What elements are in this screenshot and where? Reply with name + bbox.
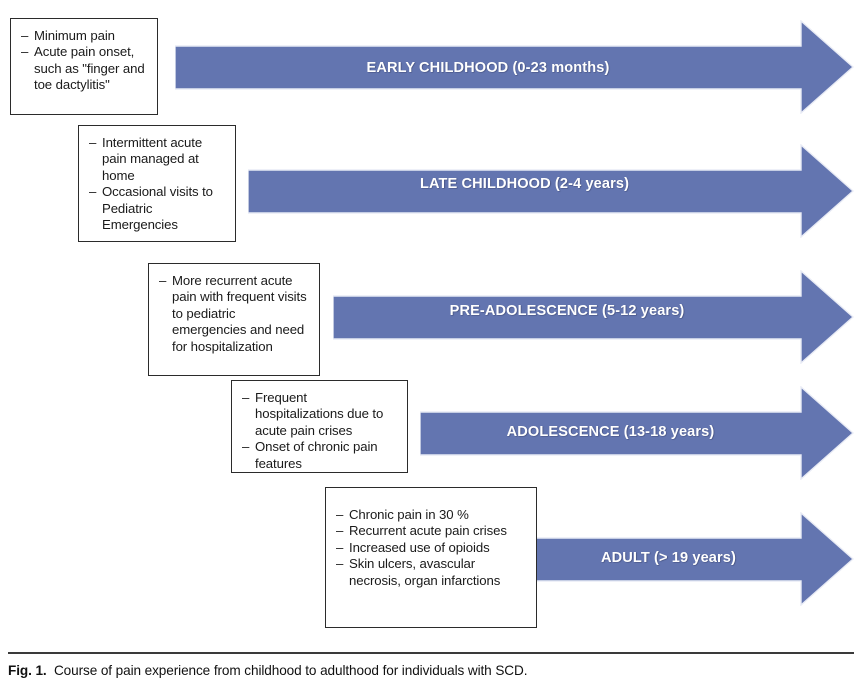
figure-caption: Fig. 1. Course of pain experience from c… (8, 662, 854, 680)
bullet-dash: – (89, 135, 97, 150)
bullet-list: –Chronic pain in 30 % –Recurrent acute p… (336, 507, 526, 589)
bullet-dash: – (159, 273, 167, 288)
bullet-dash: – (242, 390, 250, 405)
bullet-dash: – (336, 507, 344, 522)
bullet-dash: – (336, 523, 344, 539)
list-item: –Intermittent acute pain managed at home (89, 135, 225, 184)
arrow-adolescence (420, 386, 854, 480)
infobox-adult: –Chronic pain in 30 % –Recurrent acute p… (325, 487, 537, 628)
bullet-text: Minimum pain (34, 28, 115, 43)
bullet-text: Onset of chronic pain features (255, 439, 378, 471)
bullet-text: Increased use of opioids (349, 539, 490, 555)
arrow-pre-adolescence (333, 270, 854, 364)
bullet-dash: – (242, 439, 250, 455)
list-item: –Occasional visits to Pediatric Emergenc… (89, 184, 225, 233)
figure-caption-text: Course of pain experience from childhood… (53, 663, 528, 678)
arrow-early-childhood (175, 20, 854, 114)
bullet-dash: – (336, 556, 344, 572)
list-item: –Skin ulcers, avascular necrosis, organ … (336, 556, 526, 589)
bullet-text: Frequent hospitalizations due to acute p… (255, 390, 384, 438)
infobox-late-childhood: –Intermittent acute pain managed at home… (78, 125, 236, 242)
bullet-dash: – (21, 44, 29, 60)
arrow-label-late-childhood: LATE CHILDHOOD (2-4 years) (419, 176, 630, 192)
bullet-dash: – (21, 28, 29, 43)
figure-number: Fig. 1. (8, 663, 51, 678)
bullet-text: Skin ulcers, avascular necrosis, organ i… (349, 556, 501, 588)
bullet-list: –More recurrent acute pain with frequent… (159, 273, 309, 355)
bullet-text: Occasional visits to Pediatric Emergenci… (102, 184, 213, 233)
bullet-list: –Frequent hospitalizations due to acute … (242, 390, 397, 472)
list-item: –Chronic pain in 30 % (336, 507, 526, 523)
arrow-label-pre-adolescence: PRE-ADOLESCENCE (5-12 years) (449, 303, 685, 319)
bullet-list: –Intermittent acute pain managed at home… (89, 135, 225, 233)
list-item: –More recurrent acute pain with frequent… (159, 273, 309, 355)
list-item: –Minimum pain (21, 28, 147, 44)
bullet-text: Acute pain onset, such as "finger and to… (34, 44, 145, 93)
arrow-label-adult: ADULT (> 19 years) (601, 550, 736, 566)
arrow-label-early-childhood: EARLY CHILDHOOD (0-23 months) (366, 60, 610, 76)
bullet-text: Recurrent acute pain crises (349, 523, 507, 539)
infobox-pre-adolescence: –More recurrent acute pain with frequent… (148, 263, 320, 376)
infobox-adolescence: –Frequent hospitalizations due to acute … (231, 380, 408, 473)
bullet-list: –Minimum pain –Acute pain onset, such as… (21, 28, 147, 94)
bullet-text: Chronic pain in 30 % (349, 507, 469, 522)
list-item: –Increased use of opioids (336, 540, 526, 556)
arrow-late-childhood (248, 144, 854, 238)
list-item: –Acute pain onset, such as "finger and t… (21, 44, 147, 93)
list-item: –Recurrent acute pain crises (336, 523, 526, 539)
arrow-label-adolescence: ADOLESCENCE (13-18 years) (506, 424, 715, 440)
bullet-text: More recurrent acute pain with frequent … (172, 273, 307, 354)
arrow-adult (536, 512, 854, 606)
list-item: –Frequent hospitalizations due to acute … (242, 390, 397, 439)
bullet-dash: – (336, 539, 344, 555)
caption-divider (8, 652, 854, 654)
bullet-text: Intermittent acute pain managed at home (102, 135, 203, 183)
bullet-dash: – (89, 184, 97, 200)
list-item: –Onset of chronic pain features (242, 439, 397, 472)
infobox-early-childhood: –Minimum pain –Acute pain onset, such as… (10, 18, 158, 115)
